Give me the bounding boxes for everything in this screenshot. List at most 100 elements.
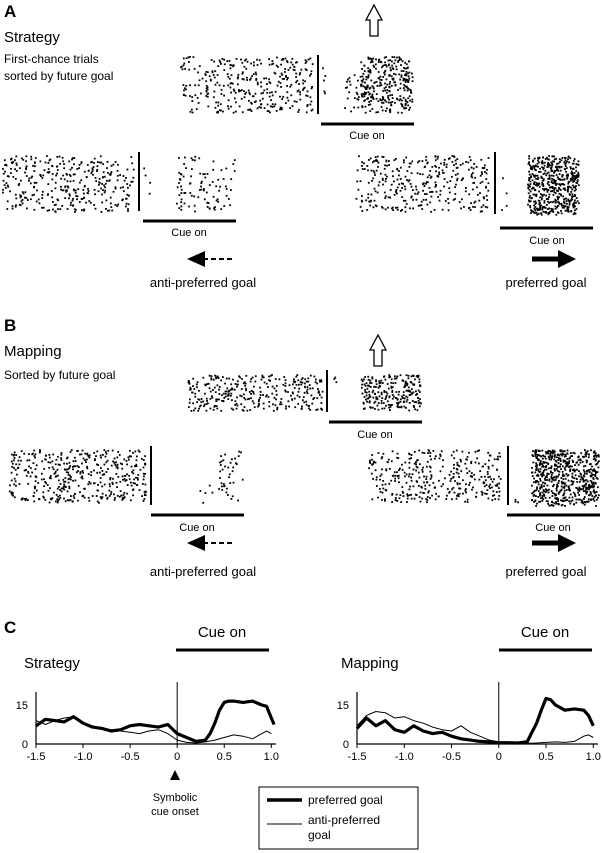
spike-dot [229,77,231,80]
spike-dot [410,493,412,496]
spike-dot [574,194,576,196]
spike-dot [532,450,534,452]
spike-dot [381,483,384,486]
spike-dot [303,86,306,89]
spike-dot [430,476,433,478]
spike-dot [290,94,293,97]
spike-dot [72,173,75,176]
spike-dot [548,456,551,459]
spike-dot [293,397,296,400]
spike-dot [413,497,416,500]
spike-dot [553,180,556,183]
spike-dot [48,159,51,162]
spike-dot [54,463,57,466]
spike-dot [105,461,108,464]
spike-dot [406,398,409,401]
spike-dot [364,105,367,108]
spike-dot [29,182,32,185]
spike-dot [49,461,52,464]
spike-dot [121,498,124,501]
spike-dot [64,477,67,479]
spike-dot [592,458,595,461]
spike-dot [68,173,71,176]
spike-dot [394,377,396,380]
spike-dot [385,100,388,103]
spike-dot [34,161,36,164]
spike-dot [555,489,558,492]
spike-dot [568,496,571,499]
spike-dot [46,209,49,212]
spike-dot [106,179,108,182]
spike-dot [391,501,393,503]
spike-dot [407,75,410,78]
spike-dot [546,484,549,487]
spike-dot [54,187,57,190]
spike-dot [59,497,62,499]
raster-a-right-post-dots [527,155,580,216]
spike-dot [178,182,180,184]
spike-dot [220,93,223,95]
spike-dot [223,205,226,207]
spike-dot [208,374,211,377]
spike-dot [216,384,219,387]
spike-dot [73,497,76,499]
spike-dot [558,202,560,205]
spike-dot [395,206,397,209]
spike-dot [405,481,408,484]
spike-dot [553,158,556,161]
spike-dot [377,100,380,103]
spike-dot [236,380,239,383]
spike-dot [365,88,368,90]
spike-dot [571,174,574,177]
spike-dot [214,70,217,73]
x-tick-label: 0.5 [217,751,232,763]
spike-dot [266,110,269,113]
spike-dot [361,168,364,170]
spike-dot [210,375,213,378]
spike-dot [558,178,561,180]
spike-dot [95,455,97,457]
spike-dot [471,488,473,491]
spike-dot [372,86,375,89]
spike-dot [188,68,191,71]
spike-dot [260,106,262,109]
spike-dot [374,174,376,176]
spike-dot [67,478,70,481]
raster-b-right-early-dots [514,498,519,504]
spike-dot [126,183,129,185]
spike-dot [217,178,220,181]
spike-dot [481,210,483,213]
spike-dot [281,98,284,100]
spike-dot [551,187,554,189]
spike-dot [30,155,33,158]
spike-dot [568,202,571,204]
spike-dot [289,66,292,69]
spike-dot [375,397,378,400]
spike-dot [434,486,436,489]
spike-dot [539,468,542,470]
spike-dot [297,89,300,92]
spike-dot [557,198,559,201]
spike-dot [376,85,379,87]
spike-dot [22,158,25,161]
spike-dot [394,499,397,501]
spike-dot [465,458,468,461]
spike-dot [384,499,386,502]
spike-dot [541,194,543,196]
spike-dot [377,77,380,80]
spike-dot [385,394,388,397]
spike-dot [593,489,595,492]
spike-dot [197,409,200,412]
goal-label-preferred-b: preferred goal [506,564,587,579]
spike-dot [64,468,66,471]
spike-dot [224,392,227,395]
spike-dot [401,486,404,488]
spike-dot [481,492,484,494]
spike-dot [554,478,557,481]
spike-dot [272,403,274,406]
raster-a-right-pre-dots [355,155,490,213]
spike-dot [559,489,562,492]
spike-dot [548,155,550,157]
spike-dot [425,182,427,185]
spike-dot [178,207,181,209]
